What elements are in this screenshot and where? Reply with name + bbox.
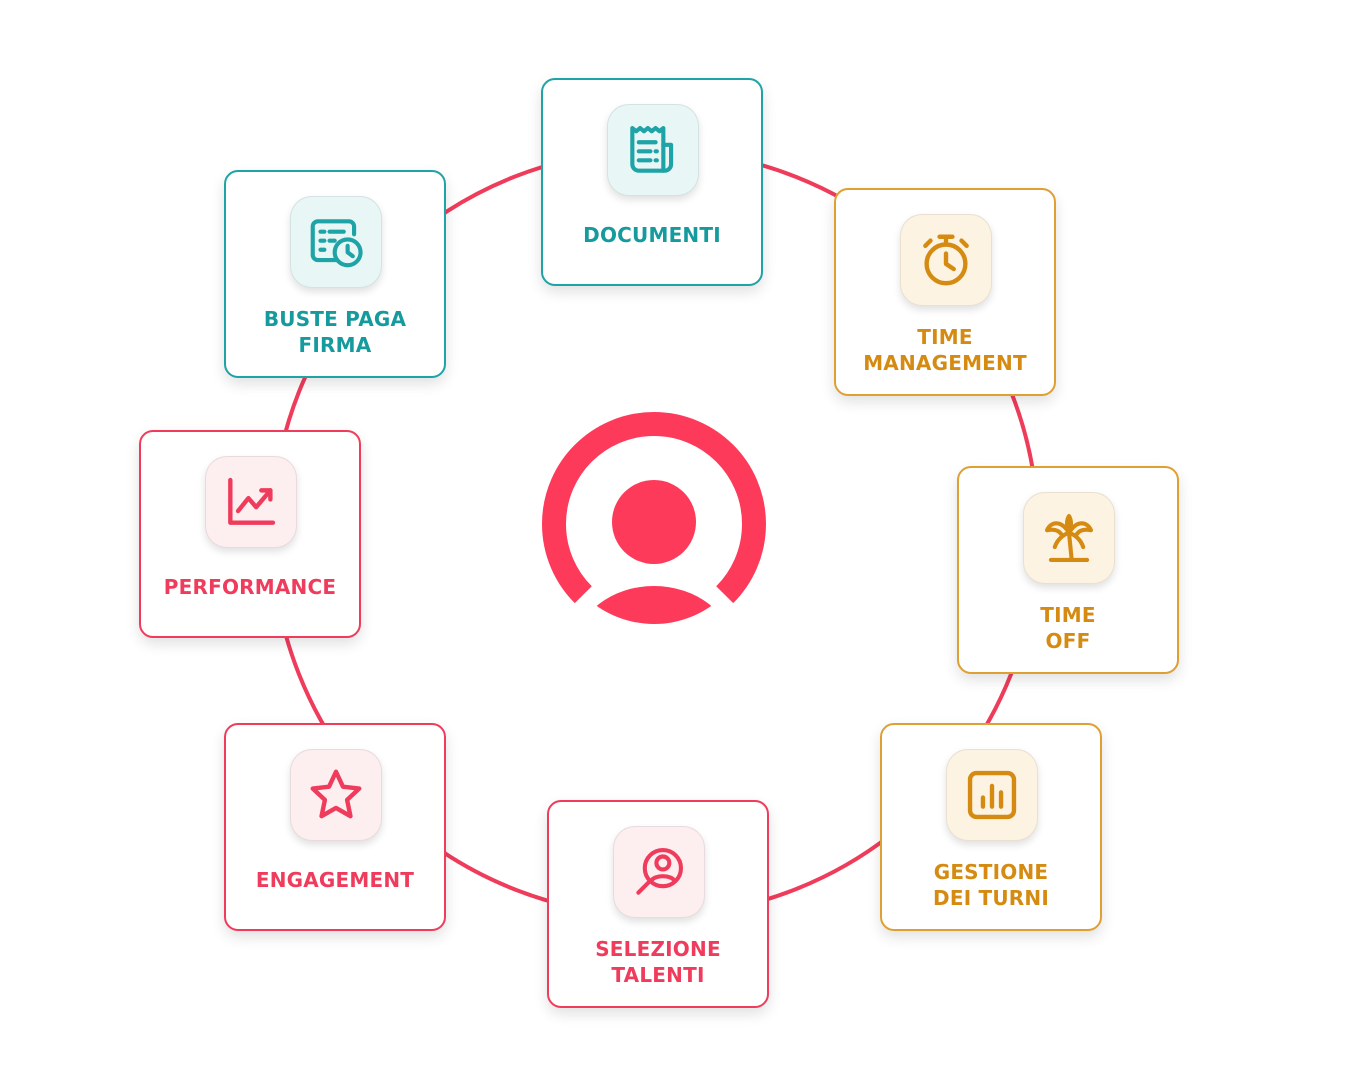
module-card-performance[interactable]: PERFORMANCE: [139, 430, 361, 638]
module-label: ENGAGEMENT: [255, 868, 415, 892]
icon-box: [613, 826, 705, 918]
icon-box: [900, 214, 992, 306]
icon-box: [1023, 492, 1115, 584]
icon-box: [290, 196, 382, 288]
module-label: GESTIONE DEI TURNI: [933, 860, 1049, 910]
module-label: TIME OFF: [1040, 603, 1096, 653]
module-label: TIME MANAGEMENT: [863, 325, 1027, 375]
avatar-head: [612, 480, 696, 564]
bar-chart-icon: [967, 770, 1017, 820]
palm-tree-icon: [1044, 513, 1094, 563]
avatar-body: [576, 586, 732, 624]
module-label: DOCUMENTI: [583, 223, 721, 247]
module-label: BUSTE PAGA FIRMA: [263, 307, 407, 357]
module-label: SELEZIONE TALENTI: [595, 937, 721, 987]
module-card-documenti[interactable]: DOCUMENTI: [541, 78, 763, 286]
avatar-ring: [542, 412, 766, 604]
module-card-time-off[interactable]: TIME OFF: [957, 466, 1179, 674]
star-icon: [310, 769, 362, 819]
module-card-selezione-talenti[interactable]: SELEZIONE TALENTI: [547, 800, 769, 1008]
document-icon: [630, 125, 674, 173]
payslip-clock-icon: [310, 219, 363, 268]
search-user-icon: [636, 847, 684, 895]
module-card-buste-paga-firma[interactable]: BUSTE PAGA FIRMA: [224, 170, 446, 378]
stopwatch-icon: [923, 234, 969, 286]
icon-box: [290, 749, 382, 841]
module-card-gestione-dei-turni[interactable]: GESTIONE DEI TURNI: [880, 723, 1102, 931]
trend-chart-icon: [228, 477, 276, 525]
icon-box: [946, 749, 1038, 841]
center-user-avatar-icon: [542, 412, 766, 624]
module-card-engagement[interactable]: ENGAGEMENT: [224, 723, 446, 931]
icon-box: [607, 104, 699, 196]
icon-box: [205, 456, 297, 548]
module-label: PERFORMANCE: [163, 575, 337, 599]
module-card-time-management[interactable]: TIME MANAGEMENT: [834, 188, 1056, 396]
